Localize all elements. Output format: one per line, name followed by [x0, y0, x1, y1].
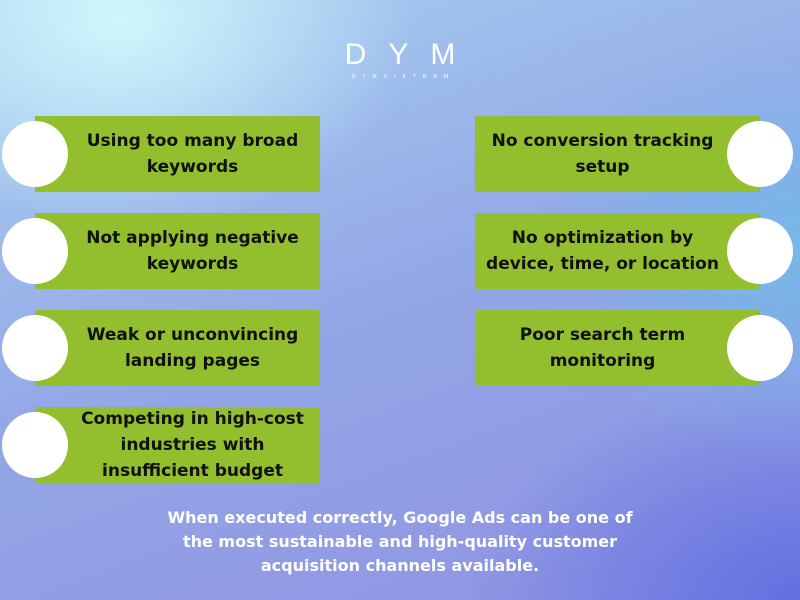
item-label: Not applying negative keywords — [86, 228, 299, 274]
logo: DYM DYMVIETNAM — [0, 38, 800, 80]
item-label: No optimization by device, time, or loca… — [486, 228, 719, 274]
logo-main: DYM — [344, 38, 478, 71]
left-item: Competing in high-cost industries with i… — [35, 407, 320, 483]
left-item: Not applying negative keywords — [35, 213, 320, 289]
left-item: Using too many broad keywords — [35, 116, 320, 192]
item-label: Competing in high-cost industries with i… — [81, 409, 304, 481]
logo-sub: DYMVIETNAM — [351, 74, 456, 80]
item-label: Weak or unconvincing landing pages — [86, 325, 299, 371]
item-label: Poor search term monitoring — [519, 325, 686, 371]
circle-marker — [2, 315, 68, 381]
right-item: Poor search term monitoring — [475, 310, 760, 386]
right-item: No optimization by device, time, or loca… — [475, 213, 760, 289]
circle-marker — [2, 121, 68, 187]
item-label: No conversion tracking setup — [491, 131, 714, 177]
footer-text: When executed correctly, Google Ads can … — [167, 508, 633, 575]
item-label: Using too many broad keywords — [86, 131, 299, 177]
circle-marker — [727, 121, 793, 187]
circle-marker — [2, 218, 68, 284]
circle-marker — [727, 315, 793, 381]
left-item: Weak or unconvincing landing pages — [35, 310, 320, 386]
right-item: No conversion tracking setup — [475, 116, 760, 192]
circle-marker — [727, 218, 793, 284]
circle-marker — [2, 412, 68, 478]
